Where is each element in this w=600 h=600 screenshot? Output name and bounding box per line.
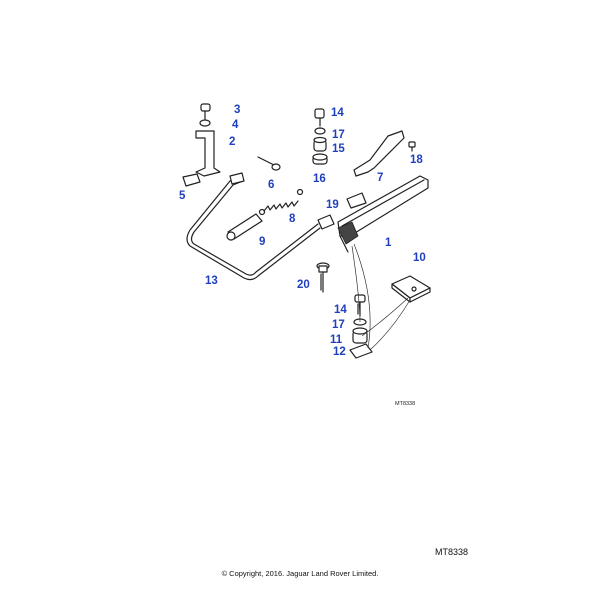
callout-12: 12 bbox=[333, 346, 346, 358]
sleeve-part-9 bbox=[226, 213, 263, 241]
callout-11: 11 bbox=[330, 334, 343, 346]
spring-part-8 bbox=[258, 188, 304, 216]
callout-20: 20 bbox=[297, 279, 310, 291]
callout-19: 19 bbox=[326, 199, 339, 211]
callout-2: 2 bbox=[229, 136, 235, 148]
clip-nut-part-5 bbox=[182, 173, 201, 187]
callout-14-top: 14 bbox=[331, 107, 344, 119]
callout-17-top: 17 bbox=[332, 129, 345, 141]
callout-14-lower: 14 bbox=[334, 304, 347, 316]
callout-6: 6 bbox=[268, 179, 274, 191]
callout-5: 5 bbox=[179, 190, 186, 202]
pin-part-6 bbox=[257, 156, 281, 171]
callout-18: 18 bbox=[410, 154, 423, 166]
callout-10: 10 bbox=[413, 252, 426, 264]
callout-7: 7 bbox=[377, 172, 383, 184]
bracket-part-2 bbox=[195, 130, 221, 177]
callout-17-lower: 17 bbox=[332, 319, 345, 331]
bolt-part-3 bbox=[200, 103, 211, 120]
bush-part-16 bbox=[312, 153, 328, 165]
callout-3: 3 bbox=[234, 104, 240, 116]
copyright-notice: © Copyright, 2016. Jaguar Land Rover Lim… bbox=[221, 569, 379, 578]
leader-lines bbox=[351, 243, 411, 351]
bush-part-11 bbox=[352, 327, 368, 344]
pad-part-10 bbox=[391, 275, 431, 303]
callout-8: 8 bbox=[289, 213, 296, 225]
clip-part-19 bbox=[346, 192, 367, 209]
nut-plate-part-12 bbox=[349, 343, 373, 359]
diagram-reference-code: MT8338 bbox=[434, 547, 468, 557]
washer-part-4 bbox=[199, 119, 211, 127]
callout-15: 15 bbox=[332, 143, 345, 155]
stud-part-20 bbox=[316, 262, 330, 293]
callout-1: 1 bbox=[385, 237, 392, 249]
bush-part-15 bbox=[313, 136, 327, 152]
bracket-part-7 bbox=[353, 130, 405, 177]
callout-4: 4 bbox=[232, 119, 239, 131]
stay-part-1 bbox=[337, 175, 429, 253]
callout-13: 13 bbox=[205, 275, 218, 287]
callout-9: 9 bbox=[259, 236, 265, 248]
rod-part-13 bbox=[186, 172, 335, 281]
screw-part-18 bbox=[408, 141, 416, 152]
bolt-part-14-top bbox=[314, 108, 325, 127]
callout-16: 16 bbox=[313, 173, 326, 185]
washer-part-17-top bbox=[314, 127, 326, 135]
diagram-code: MT8338 bbox=[395, 401, 415, 407]
